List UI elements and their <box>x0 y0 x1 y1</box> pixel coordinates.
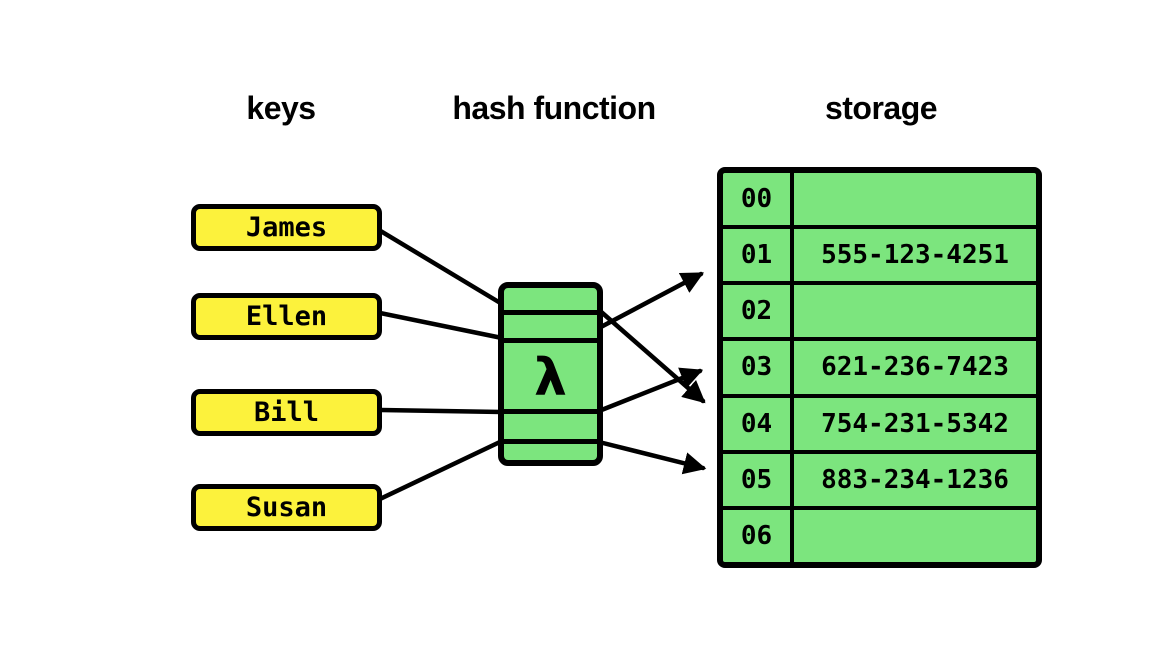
slot-index: 06 <box>723 509 794 562</box>
slot-value: 555-123-4251 <box>821 240 1009 271</box>
storage-row-01: 01 555-123-4251 <box>723 225 1036 282</box>
header-storage: storage <box>824 90 938 126</box>
arrow-hash-to-slot-05 <box>596 439 707 475</box>
connector-susan-to-hash <box>377 438 505 502</box>
key-box-bill: Bill <box>191 389 382 436</box>
slot-value: 621-236-7423 <box>821 352 1009 383</box>
slot-value <box>794 510 1036 562</box>
slot-index: 00 <box>723 173 794 226</box>
connector-james-to-hash <box>376 227 505 307</box>
hash-box-divider <box>504 439 597 444</box>
slot-value <box>794 173 1036 225</box>
key-label: Ellen <box>245 301 328 332</box>
arrow-hash-to-slot-03 <box>596 367 704 414</box>
slot-value: 754-231-5342 <box>821 408 1009 439</box>
slot-value <box>794 285 1036 337</box>
lambda-symbol: λ <box>534 348 567 408</box>
storage-row-02: 02 <box>723 281 1036 338</box>
key-box-james: James <box>191 204 382 251</box>
key-box-susan: Susan <box>191 484 382 531</box>
hash-function-box: λ <box>498 282 603 466</box>
storage-table: 00 01 555-123-4251 02 03 621-236-7423 04… <box>717 167 1042 568</box>
slot-index: 01 <box>723 229 794 282</box>
hash-box-divider <box>504 310 597 315</box>
hash-box-divider <box>504 338 597 343</box>
arrow-hash-to-slot-01 <box>596 271 704 331</box>
slot-value: 883-234-1236 <box>821 464 1009 495</box>
storage-row-04: 04 754-231-5342 <box>723 393 1036 450</box>
key-box-ellen: Ellen <box>191 293 382 340</box>
connector-ellen-to-hash <box>377 310 505 341</box>
storage-row-03: 03 621-236-7423 <box>723 337 1036 394</box>
key-label: James <box>245 212 328 243</box>
slot-index: 03 <box>723 341 794 394</box>
key-label: Bill <box>253 397 320 428</box>
storage-row-00: 00 <box>723 173 1036 226</box>
slot-index: 04 <box>723 397 794 450</box>
connector-bill-to-hash <box>375 407 505 415</box>
storage-row-05: 05 883-234-1236 <box>723 449 1036 506</box>
hash-box-divider <box>504 409 597 414</box>
storage-row-06: 06 <box>723 505 1036 562</box>
arrow-hash-to-slot-04 <box>596 307 706 404</box>
key-label: Susan <box>245 492 328 523</box>
header-keys: keys <box>246 90 316 126</box>
slot-index: 02 <box>723 285 794 338</box>
slot-index: 05 <box>723 453 794 506</box>
header-hash-function: hash function <box>452 90 656 126</box>
